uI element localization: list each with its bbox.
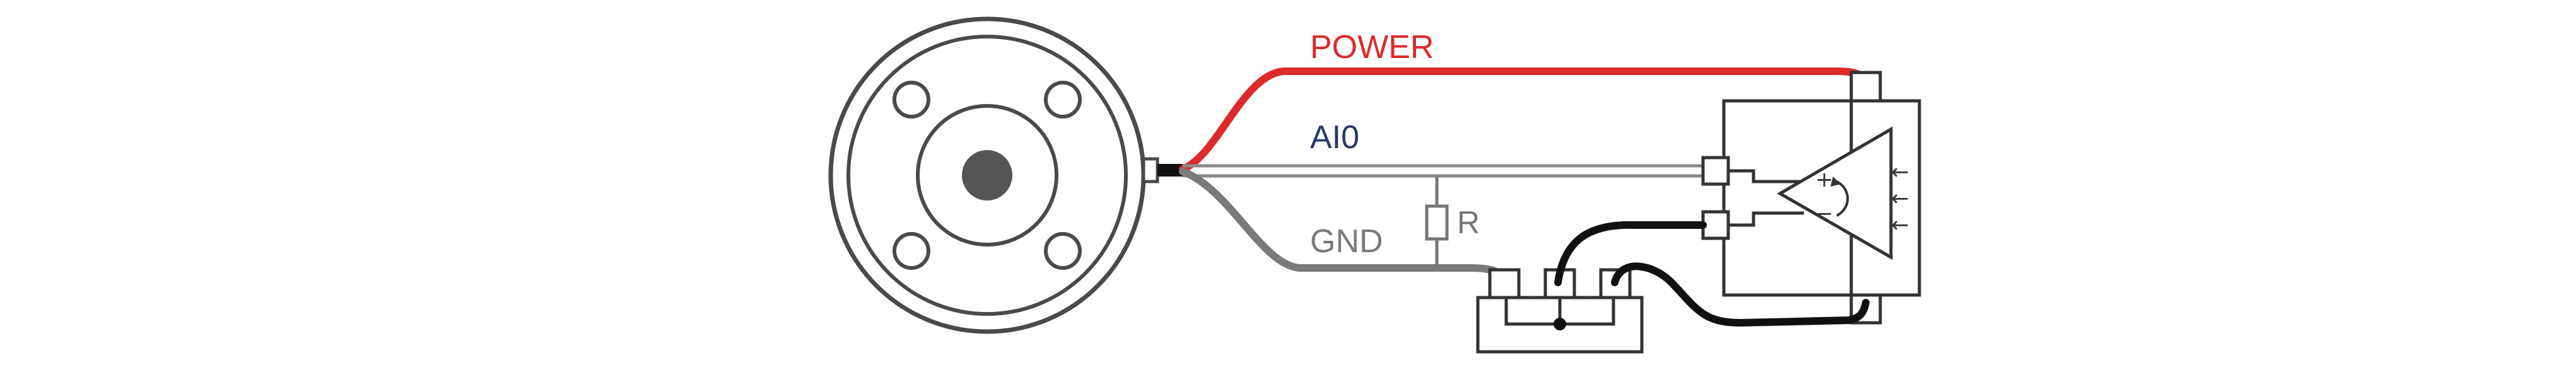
resistor	[1425, 176, 1449, 268]
daq-module	[1701, 71, 1921, 325]
resistor-label: R	[1457, 205, 1480, 240]
op-amp-triangle	[1776, 126, 1893, 260]
mounting-hole	[893, 81, 930, 119]
cable-connector	[1142, 157, 1159, 183]
cable-gland	[1157, 164, 1183, 177]
minus-input-lead	[1728, 211, 1804, 227]
mounting-hole	[1044, 81, 1082, 119]
plus-input-lead	[1728, 169, 1804, 183]
jumper-wire-to-input	[1554, 221, 1707, 286]
gain-adjust-icon	[1835, 180, 1849, 217]
ai0-label: AI0	[1310, 119, 1359, 156]
load-cell-hub	[916, 104, 1058, 246]
load-cell-center	[962, 150, 1012, 200]
resistor-body	[1425, 204, 1449, 241]
input-arrow-icon: ←	[1891, 212, 1909, 238]
terminal-1	[1488, 268, 1521, 299]
ai0-wire	[1183, 164, 1703, 178]
input-arrow-icon: ←	[1891, 160, 1909, 185]
mounting-hole	[893, 232, 930, 270]
jumper-wire-to-bottom-pin	[1611, 262, 1870, 327]
terminal-block	[1476, 268, 1644, 354]
top-pin	[1849, 71, 1882, 103]
op-amp-minus: −	[1815, 201, 1834, 226]
mounting-hole	[1044, 232, 1082, 270]
ai-input-pin	[1701, 156, 1730, 186]
op-amp-plus: +	[1815, 167, 1834, 192]
terminal-junction-dot	[1554, 318, 1566, 330]
load-cell-inner-ring	[846, 35, 1128, 316]
gain-adjust-arrowhead	[1830, 177, 1841, 187]
power-label: POWER	[1310, 29, 1434, 66]
load-cell	[828, 16, 1146, 334]
input-arrow-icon: ←	[1891, 186, 1909, 211]
terminal-3	[1599, 268, 1632, 299]
gnd-label: GND	[1310, 223, 1383, 260]
